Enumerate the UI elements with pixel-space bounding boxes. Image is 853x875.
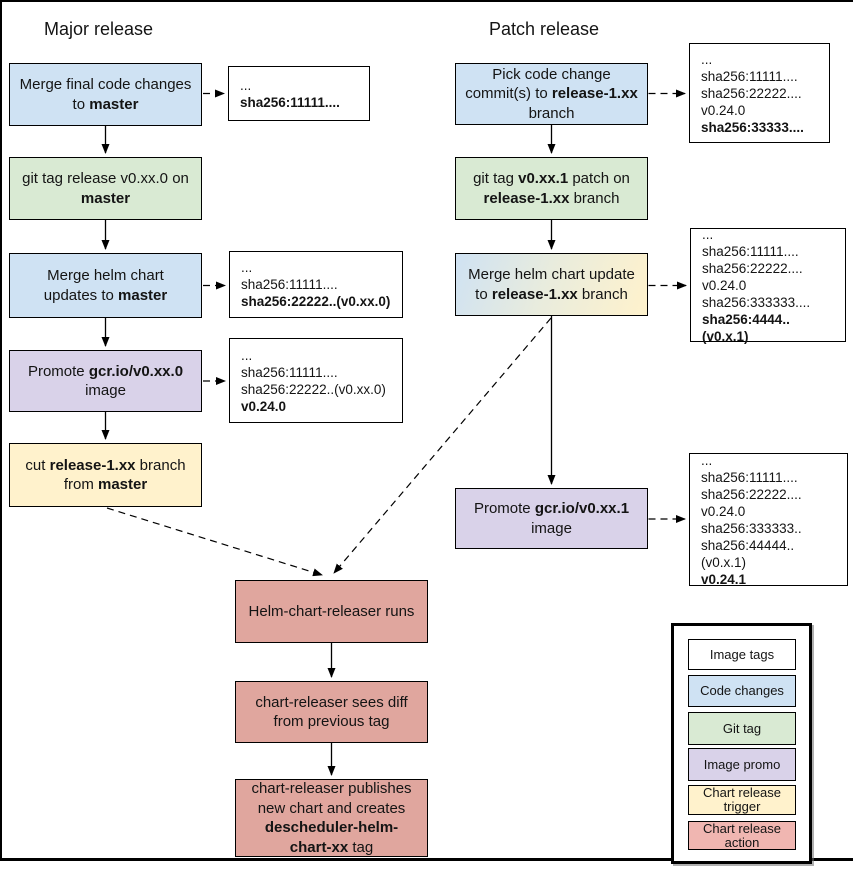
legend: Image tags Code changes Git tag Image pr… <box>671 623 812 864</box>
node-git-tag-patch: git tag v0.xx.1 patch on release-1.xx br… <box>455 157 648 220</box>
legend-item-image-tags: Image tags <box>688 639 796 670</box>
node-git-tag-release-on-master: git tag release v0.xx.0 on master <box>9 157 202 220</box>
legend-item-chart-release-action: Chart release action <box>688 821 796 850</box>
node-merge-helm-update-to-release-branch: Merge helm chart update to release-1.xx … <box>455 253 648 316</box>
annotation-image-tags-after-patch-helm-merge: ...sha256:11111....sha256:22222....v0.24… <box>690 227 846 344</box>
legend-item-git-tag: Git tag <box>688 712 796 745</box>
node-chart-releaser-sees-diff: chart-releaser sees diff from previous t… <box>235 681 428 743</box>
legend-item-code-changes: Code changes <box>688 675 796 707</box>
legend-item-chart-release-trigger: Chart release trigger <box>688 785 796 815</box>
patch-release-title: Patch release <box>489 19 600 39</box>
node-pick-code-change-commits: Pick code change commit(s) to release-1.… <box>455 63 648 125</box>
node-chart-releaser-publishes: chart-releaser publishes new chart and c… <box>235 779 428 857</box>
legend-item-image-promo: Image promo <box>688 748 796 781</box>
node-merge-helm-updates-to-master: Merge helm chart updates to master <box>9 253 202 318</box>
node-helm-chart-releaser-runs: Helm-chart-releaser runs <box>235 580 428 643</box>
node-merge-final-code-to-master: Merge final code changes to master <box>9 63 202 126</box>
node-promote-gcr-image-major: Promote gcr.io/v0.xx.0 image <box>9 350 202 412</box>
annotation-image-tags-after-cherry-pick: ...sha256:11111....sha256:22222....v0.24… <box>689 43 830 143</box>
node-cut-release-branch: cut release-1.xx branch from master <box>9 443 202 507</box>
annotation-image-tags-after-helm-merge: ...sha256:11111....sha256:22222..(v0.xx.… <box>229 251 403 318</box>
annotation-image-tags-after-promo-patch: ...sha256:11111....sha256:22222....v0.24… <box>689 453 848 587</box>
annotation-image-tags-after-promo-major: ...sha256:11111....sha256:22222..(v0.xx.… <box>229 338 403 423</box>
node-promote-gcr-image-patch: Promote gcr.io/v0.xx.1 image <box>455 488 648 549</box>
annotation-image-tags-after-code-merge: ...sha256:11111.... <box>228 66 370 121</box>
major-release-title: Major release <box>44 19 154 39</box>
